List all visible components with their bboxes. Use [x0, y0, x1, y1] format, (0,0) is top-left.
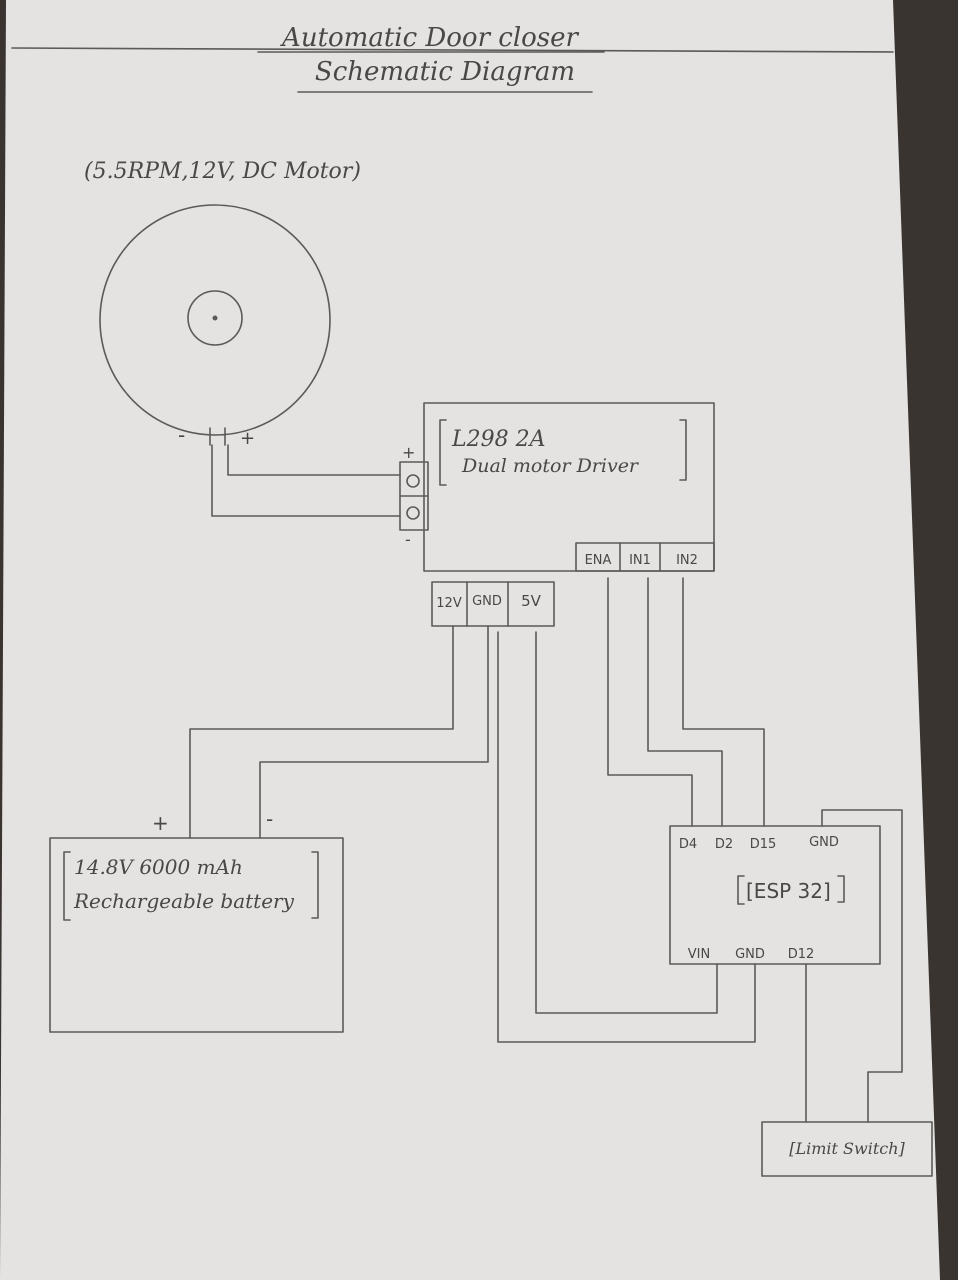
battery [49, 837, 344, 1033]
driver-pin-5v: 5V [521, 592, 542, 610]
battery-minus-label: - [266, 807, 273, 831]
driver-control-pin-header [575, 542, 715, 572]
esp32-pin-gnd-bottom: GND [735, 947, 765, 962]
title-line2: Schematic Diagram [315, 57, 575, 87]
motor-minus-label: - [178, 423, 185, 447]
l298-driver [399, 402, 715, 627]
motor-label: (5.5RPM,12V, DC Motor) [84, 159, 361, 184]
esp32-pin-vin: VIN [688, 947, 710, 962]
driver-board [423, 402, 715, 572]
driver-pin-ena: ENA [585, 553, 612, 568]
wire-ena-to-d4 [607, 577, 693, 827]
driver-name-line2: Dual motor Driver [461, 455, 640, 477]
driver-pin-12v: 12V [436, 596, 462, 611]
driver-power-pin-header [431, 581, 555, 627]
battery-line1: 14.8V 6000 mAh [74, 855, 243, 879]
terminal-screw-1 [406, 474, 420, 488]
title-line1: Automatic Door closer [280, 23, 579, 53]
motor-shaft-ring [187, 290, 243, 346]
esp32-pin-d12: D12 [788, 947, 815, 962]
wire-in1-to-d2 [647, 577, 723, 827]
battery-line2: Rechargeable battery [73, 889, 295, 913]
driver-label-bracket-left [439, 419, 447, 486]
esp32-pin-d4: D4 [679, 837, 697, 852]
driver-pin-in1: IN1 [629, 553, 651, 568]
battery-label-bracket-right [311, 851, 319, 919]
driver-name-line1: L298 2A [451, 427, 545, 452]
terminal-screw-2 [406, 506, 420, 520]
battery-body [49, 837, 344, 1033]
esp32-board [669, 825, 881, 965]
wire-motor-plus [227, 444, 401, 476]
driver-pin-in2: IN2 [676, 553, 698, 568]
driver-pin-gnd: GND [472, 594, 502, 609]
driver-label-bracket-right [679, 419, 687, 481]
motor-body [99, 204, 331, 436]
esp32-label: [ESP 32] [746, 879, 831, 903]
motor-shaft-center [212, 315, 218, 321]
esp32-pin-gnd-top: GND [809, 835, 839, 850]
motor-plus-label: + [240, 428, 255, 449]
esp32-bracket-right [837, 875, 845, 903]
battery-label-bracket-left [63, 851, 71, 921]
limit-switch-body [761, 1121, 933, 1177]
wire-gnd-to-switch [821, 809, 903, 1123]
battery-plus-label: + [152, 811, 169, 835]
dc-motor [99, 204, 331, 446]
esp32-bracket-left [737, 875, 745, 905]
wire-motor-minus [211, 444, 401, 517]
wire-gnd-to-esp-gnd [497, 631, 756, 1043]
esp32-pin-d2: D2 [715, 837, 733, 852]
wire-battery-plus-12v [189, 625, 454, 839]
driver-terminal-plus: + [402, 443, 415, 462]
limit-switch-label: [Limit Switch] [789, 1139, 905, 1158]
wire-in2-to-d15 [682, 577, 765, 827]
esp32-pin-d15: D15 [750, 837, 777, 852]
wire-battery-minus-gnd [259, 625, 489, 839]
paper-header-rule [11, 47, 894, 53]
wire-5v-to-esp-vin [535, 631, 718, 1014]
driver-terminal-minus: - [405, 530, 411, 549]
esp32-body [669, 825, 881, 965]
